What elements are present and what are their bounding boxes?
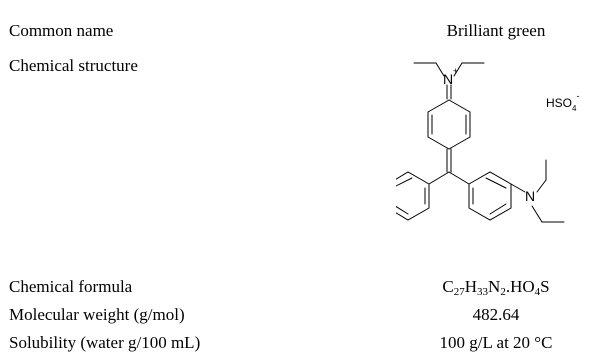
phenyl-ring xyxy=(396,171,430,221)
bond xyxy=(428,171,450,185)
molecular-weight-label: Molecular weight (g/mol) xyxy=(9,305,185,324)
chemical-formula-value: C27H33N2.HO4S xyxy=(442,277,550,298)
common-name-value: Brilliant green xyxy=(446,21,546,40)
bond xyxy=(448,136,471,150)
bond xyxy=(435,62,445,77)
structure-anion: HSO4- xyxy=(546,91,579,113)
bond xyxy=(531,205,543,223)
structure-svg: N + HSO4- N xyxy=(396,62,579,223)
solubility-value: 100 g/L at 20 °C xyxy=(439,333,553,352)
solubility-label: Solubility (water g/100 mL) xyxy=(9,333,201,352)
bond xyxy=(396,177,413,187)
bond xyxy=(448,99,471,113)
molecular-weight-value: 482.64 xyxy=(472,305,520,324)
bond xyxy=(448,171,470,185)
aminophenyl-ring xyxy=(468,171,512,221)
bond xyxy=(489,203,507,215)
bond xyxy=(396,205,409,215)
structure-atom-n-top: N xyxy=(443,71,453,87)
bond xyxy=(485,177,507,189)
common-name-label: Common name xyxy=(9,21,114,40)
structure-atom-n-right: N xyxy=(525,188,535,204)
chemical-structure-diagram: N + HSO4- N xyxy=(396,54,592,254)
bond xyxy=(536,179,547,193)
bond xyxy=(427,136,450,150)
structure-charge-plus: + xyxy=(453,66,458,76)
structure-bonds xyxy=(396,62,565,223)
bond xyxy=(427,99,450,113)
chemical-structure-label: Chemical structure xyxy=(9,56,138,75)
chemical-formula-label: Chemical formula xyxy=(9,277,133,296)
bond xyxy=(510,183,526,193)
bond xyxy=(453,62,463,77)
